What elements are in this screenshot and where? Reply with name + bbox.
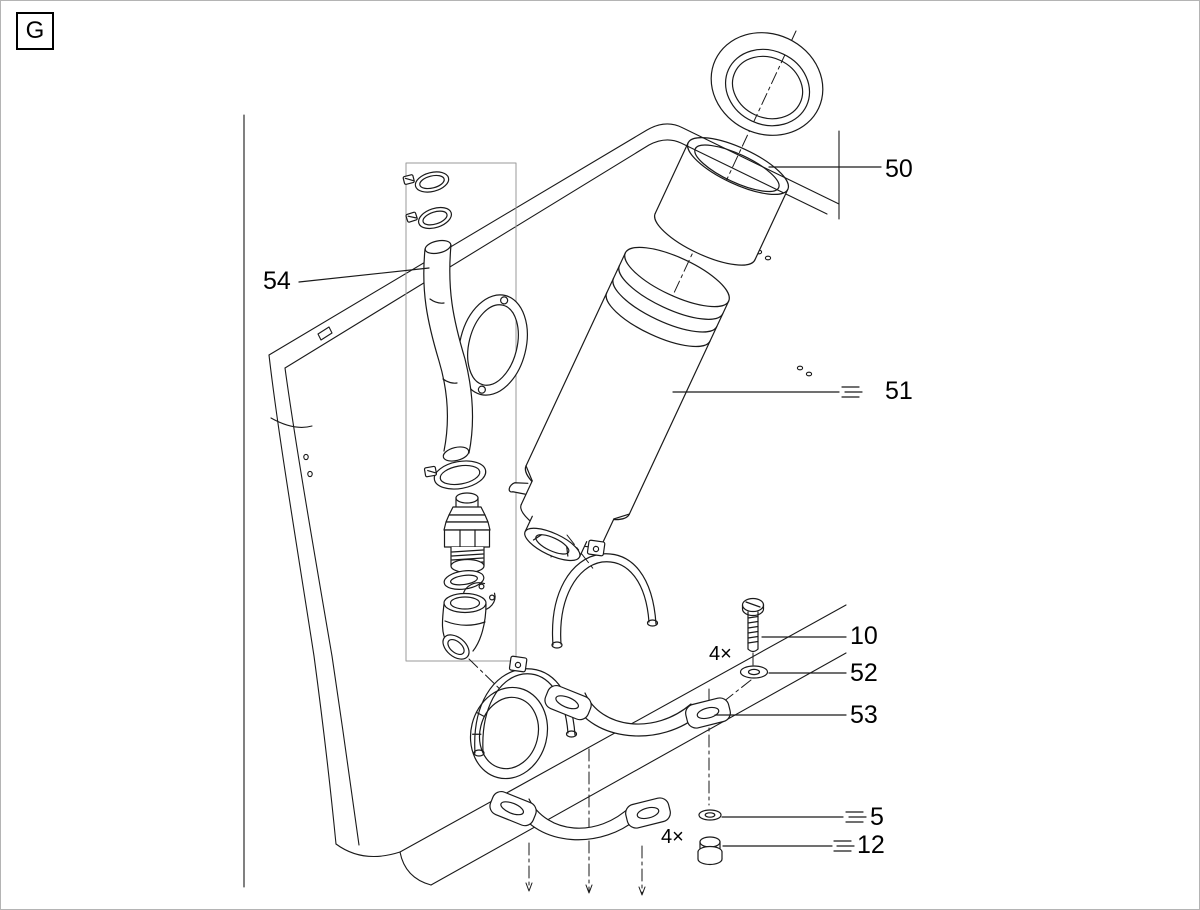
hose-assembly-54	[402, 171, 496, 660]
uvc-cylinder-51	[508, 246, 730, 562]
leader-lines	[298, 166, 882, 852]
o-ring	[443, 570, 485, 590]
pipe-clamp-53-upper	[544, 684, 731, 737]
hose-clamp-top-1	[402, 171, 450, 193]
leader-break-51	[841, 386, 863, 398]
clamp-strap-upper	[551, 539, 659, 649]
elbow-fitting	[441, 592, 487, 660]
leader-break-12	[833, 840, 855, 852]
quantity-label-screws-10: 4×	[709, 643, 732, 665]
callout-label-52: 52	[850, 659, 878, 687]
hose-clamp-bottom	[423, 460, 487, 490]
cover-sleeve-50	[654, 137, 790, 266]
callout-label-53: 53	[850, 701, 878, 729]
cover-ring-50	[710, 32, 824, 136]
hose-barb-fitting	[443, 492, 491, 574]
callout-label-54: 54	[263, 267, 291, 295]
washer-52	[739, 665, 769, 679]
callout-label-12: 12	[857, 831, 885, 859]
pipe-clamp-53-lower	[489, 790, 671, 841]
callout-label-10: 10	[850, 622, 878, 650]
section-letter: G	[25, 17, 45, 44]
washer-5	[698, 809, 722, 821]
screw-12	[697, 836, 723, 866]
callout-label-51: 51	[885, 377, 913, 405]
part-54-group-box	[405, 162, 517, 662]
quantity-label-screws-12: 4×	[661, 826, 684, 848]
leader-break-5	[845, 811, 867, 823]
hose-clamp-top-2	[405, 206, 453, 230]
callout-label-5: 5	[870, 803, 884, 831]
callout-label-50: 50	[885, 155, 913, 183]
clamp-strap-lower	[473, 655, 578, 757]
screw-10	[741, 597, 765, 653]
section-letter-box: G	[16, 12, 54, 50]
hose	[423, 239, 474, 462]
